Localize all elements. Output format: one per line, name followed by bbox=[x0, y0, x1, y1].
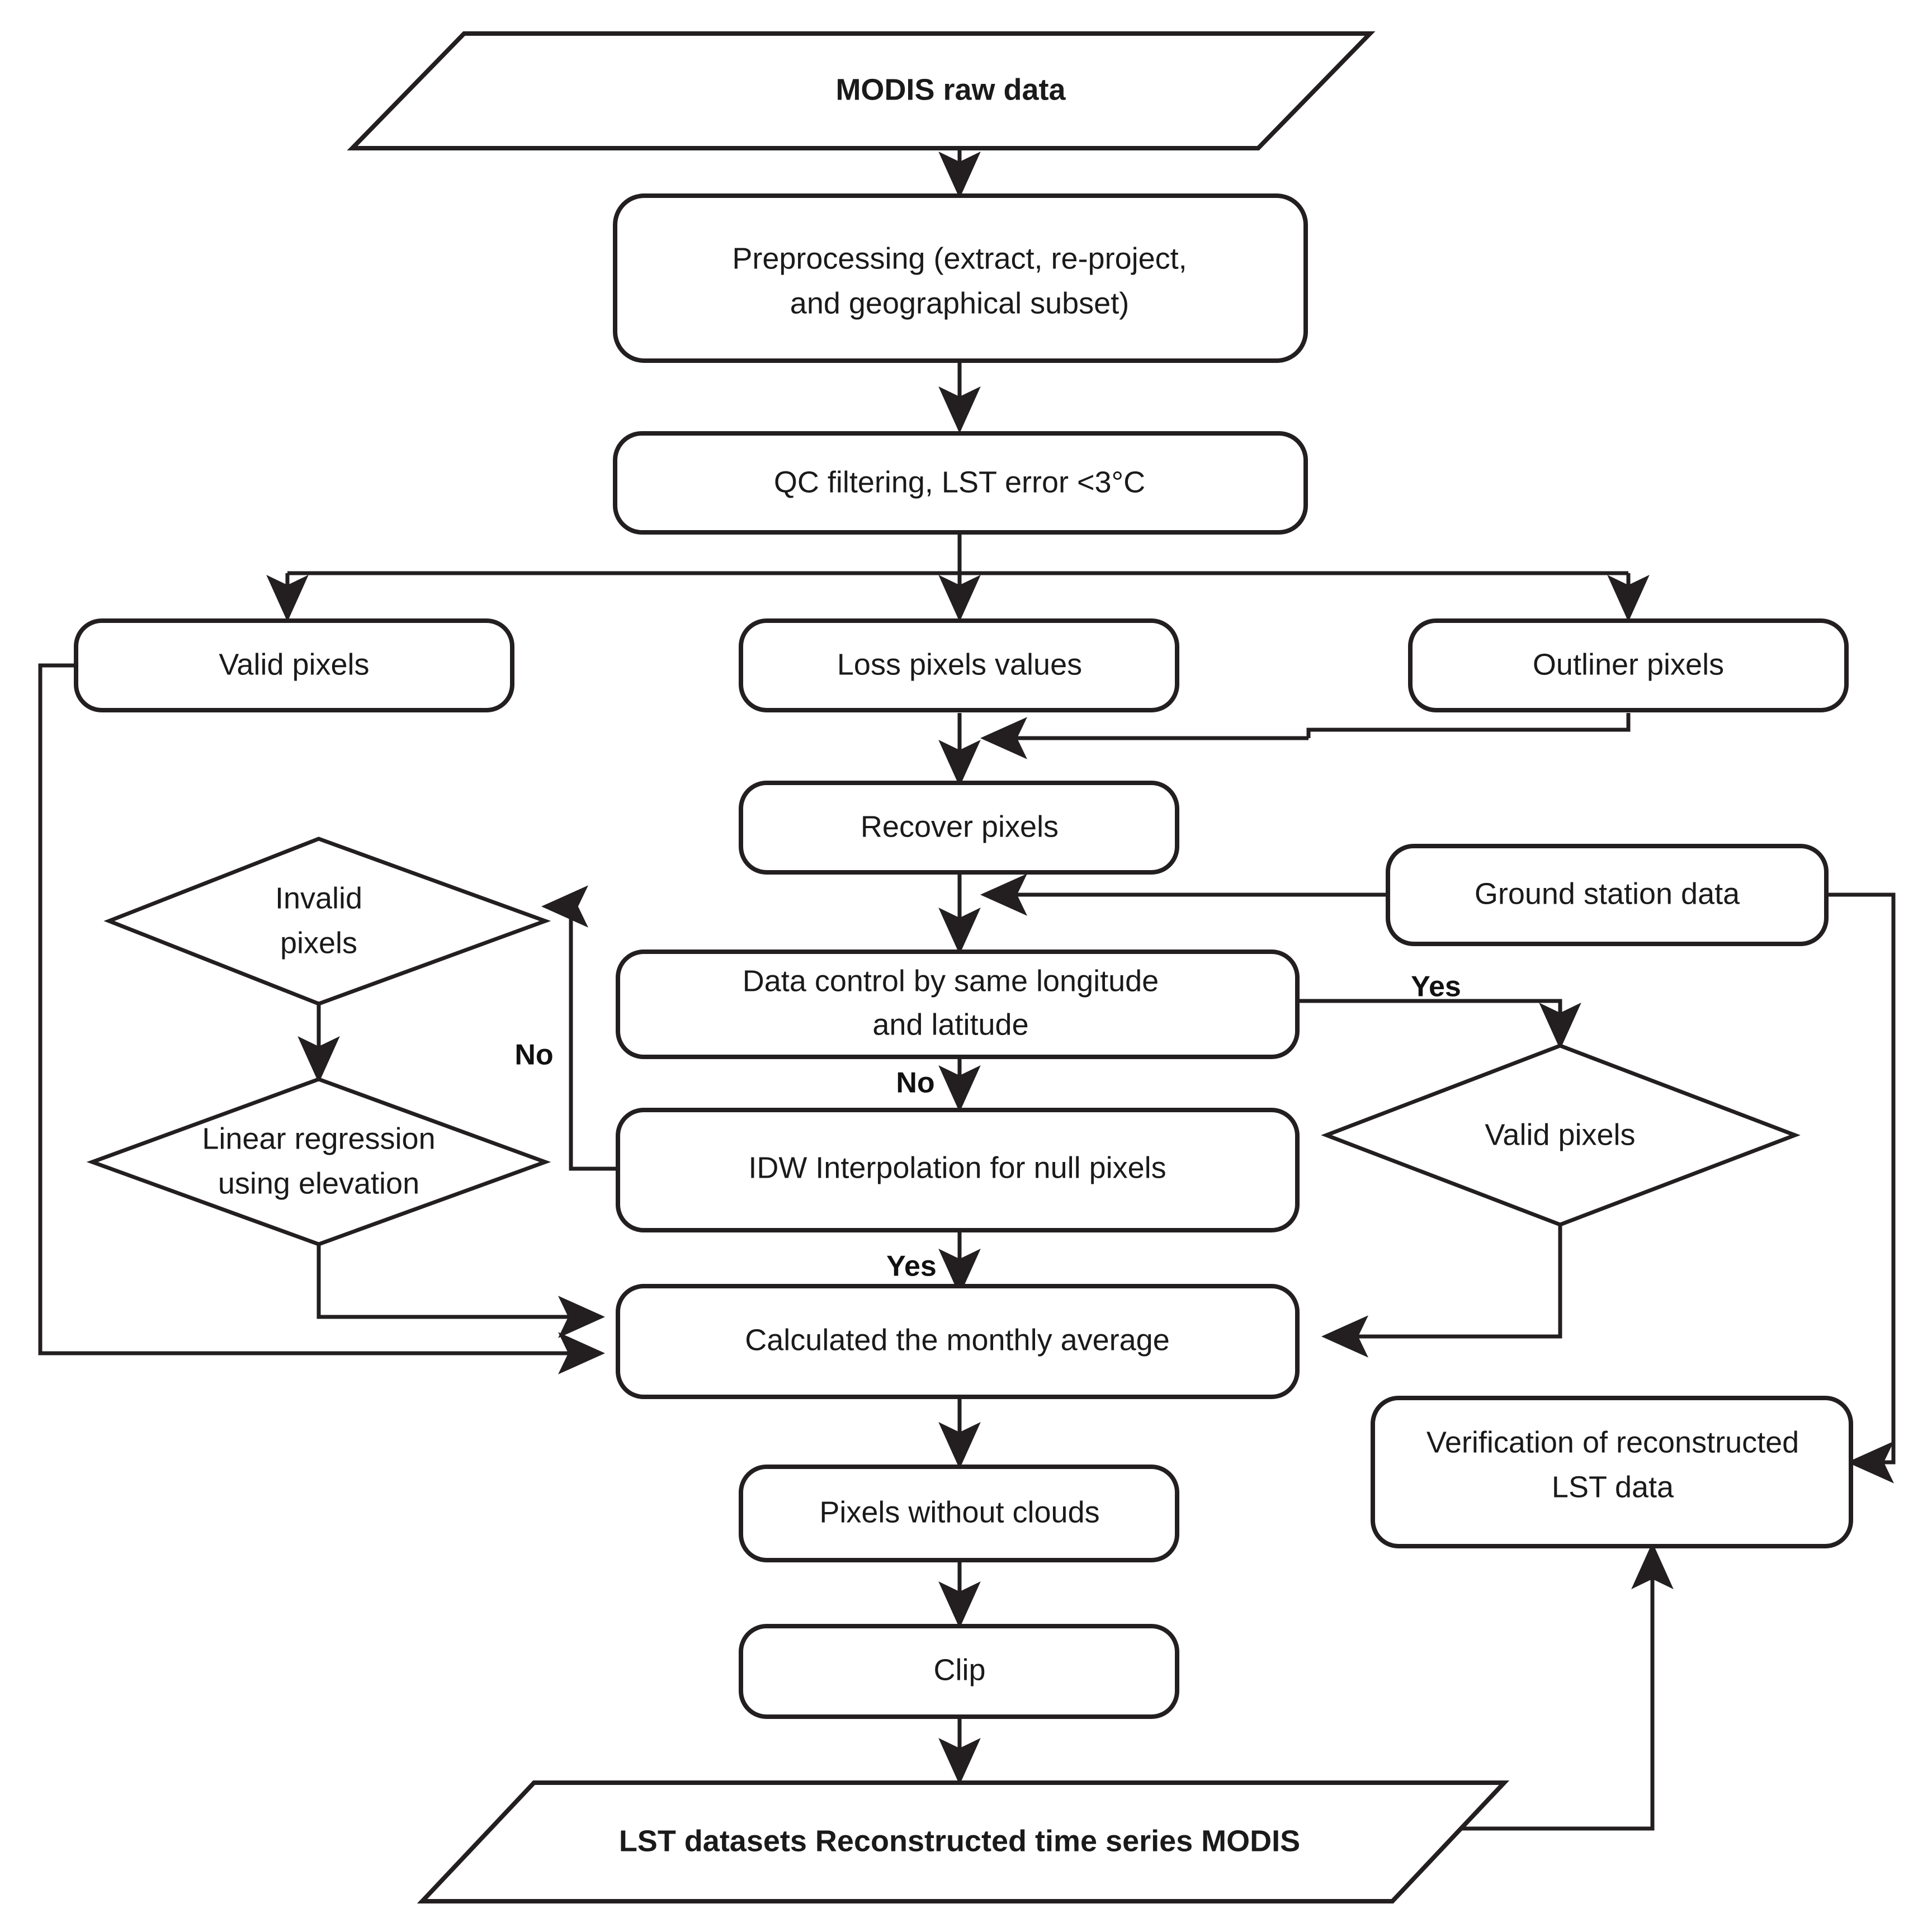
node-verification[interactable]: Verification of reconstructed LST data bbox=[1371, 1396, 1853, 1548]
verification-label-line2: LST data bbox=[1552, 1470, 1674, 1504]
valid-pixels-diamond-shape bbox=[1321, 1043, 1801, 1227]
node-qc-filtering[interactable]: QC filtering, LST error <3°C bbox=[613, 431, 1308, 535]
edge-validpixels-diamond-to-monthlyavg bbox=[1321, 1225, 1562, 1358]
preprocessing-shape bbox=[613, 193, 1308, 363]
node-recover-pixels[interactable]: Recover pixels bbox=[739, 781, 1179, 875]
node-valid-pixels-diamond[interactable]: Valid pixels bbox=[1321, 1043, 1801, 1227]
linear-regression-shape bbox=[86, 1077, 551, 1246]
edge-linearreg-to-monthlyavg bbox=[317, 1244, 605, 1338]
modis-raw-data-label: MODIS raw data bbox=[835, 73, 1066, 106]
edge-validpixels-to-monthlyavg bbox=[38, 663, 605, 1374]
lst-datasets-shape bbox=[417, 1780, 1510, 1903]
data-control-shape bbox=[616, 950, 1300, 1059]
ground-station-data-shape bbox=[1386, 844, 1829, 946]
clip-label: Clip bbox=[933, 1653, 985, 1687]
loss-pixels-values-label: Loss pixels values bbox=[837, 648, 1082, 681]
node-preprocessing[interactable]: Preprocessing (extract, re-project, and … bbox=[613, 193, 1308, 363]
node-idw-interpolation[interactable]: IDW Interpolation for null pixels bbox=[616, 1108, 1300, 1232]
edge-groundstation-to-verification bbox=[1826, 892, 1896, 1484]
pixels-without-clouds-shape bbox=[739, 1465, 1179, 1562]
data-control-label-line1: Data control by same longitude bbox=[743, 964, 1159, 998]
idw-interpolation-shape bbox=[616, 1108, 1300, 1232]
node-outliner-pixels[interactable]: Outliner pixels bbox=[1408, 618, 1849, 712]
node-valid-pixels-box[interactable]: Valid pixels bbox=[74, 618, 514, 712]
linear-regression-label-line2: using elevation bbox=[218, 1166, 419, 1200]
node-clip[interactable]: Clip bbox=[739, 1624, 1179, 1719]
node-modis-raw-data[interactable]: MODIS raw data bbox=[347, 31, 1376, 150]
invalid-pixels-label-line1: Invalid bbox=[275, 881, 362, 915]
edge-datacontrol-yes-to-validpixels bbox=[1297, 999, 1581, 1050]
idw-interpolation-label: IDW Interpolation for null pixels bbox=[748, 1151, 1166, 1184]
clip-shape bbox=[739, 1624, 1179, 1719]
node-data-control[interactable]: Data control by same longitude and latit… bbox=[616, 950, 1300, 1059]
outliner-pixels-shape bbox=[1408, 618, 1849, 712]
verification-shape bbox=[1371, 1396, 1853, 1548]
node-linear-regression[interactable]: Linear regression using elevation bbox=[86, 1077, 551, 1246]
qc-filtering-shape bbox=[613, 431, 1308, 535]
monthly-average-shape bbox=[616, 1284, 1300, 1399]
preprocessing-label-line2: and geographical subset) bbox=[790, 286, 1129, 320]
node-loss-pixels-values[interactable]: Loss pixels values bbox=[739, 618, 1179, 712]
edge-label-invalid-no: No bbox=[514, 1039, 553, 1071]
linear-regression-label-line1: Linear regression bbox=[202, 1122, 435, 1155]
edge-label-idw-yes: Yes bbox=[886, 1250, 937, 1283]
invalid-pixels-shape bbox=[103, 837, 551, 1006]
edge-label-datacontrol-yes: Yes bbox=[1411, 971, 1461, 1003]
recover-pixels-label: Recover pixels bbox=[861, 810, 1059, 843]
node-pixels-without-clouds[interactable]: Pixels without clouds bbox=[739, 1465, 1179, 1562]
node-invalid-pixels[interactable]: Invalid pixels bbox=[103, 837, 551, 1006]
edge-lstdatasets-to-verification bbox=[1392, 1542, 1674, 1831]
edge-label-datacontrol-no: No bbox=[896, 1067, 934, 1099]
recover-pixels-shape bbox=[739, 781, 1179, 875]
node-lst-datasets[interactable]: LST datasets Reconstructed time series M… bbox=[417, 1780, 1510, 1903]
edge-idw-no-riser bbox=[569, 906, 618, 1171]
valid-pixels-box-shape bbox=[74, 618, 514, 712]
valid-pixels-diamond-label: Valid pixels bbox=[1485, 1118, 1635, 1151]
monthly-average-label: Calculated the monthly average bbox=[745, 1323, 1169, 1357]
loss-pixels-values-shape bbox=[739, 618, 1179, 712]
data-control-label-line2: and latitude bbox=[872, 1008, 1028, 1041]
ground-station-data-label: Ground station data bbox=[1475, 877, 1740, 910]
invalid-pixels-label-line2: pixels bbox=[280, 926, 357, 960]
pixels-without-clouds-label: Pixels without clouds bbox=[819, 1495, 1099, 1529]
qc-filtering-label: QC filtering, LST error <3°C bbox=[774, 465, 1145, 499]
outliner-pixels-label: Outliner pixels bbox=[1533, 648, 1724, 681]
preprocessing-label-line1: Preprocessing (extract, re-project, bbox=[732, 242, 1187, 275]
verification-label-line1: Verification of reconstructed bbox=[1426, 1425, 1799, 1459]
valid-pixels-box-label: Valid pixels bbox=[219, 648, 369, 681]
node-monthly-average[interactable]: Calculated the monthly average bbox=[616, 1284, 1300, 1399]
edge-outliner-down bbox=[1306, 713, 1631, 738]
modis-raw-data-shape bbox=[347, 31, 1376, 150]
lst-datasets-label: LST datasets Reconstructed time series M… bbox=[619, 1824, 1300, 1858]
node-ground-station-data[interactable]: Ground station data bbox=[1386, 844, 1829, 946]
